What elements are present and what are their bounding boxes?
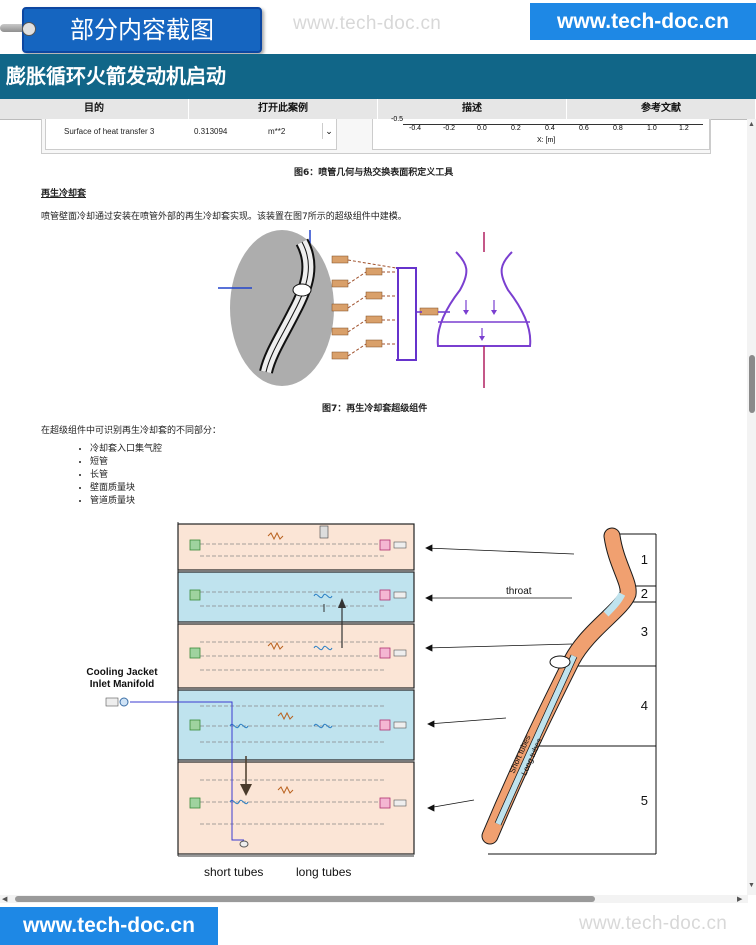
throat-label: throat (506, 586, 532, 597)
vertical-scroll-thumb[interactable] (749, 355, 755, 413)
inlet-manifold-label-2: Inlet Manifold (90, 679, 154, 690)
brand-tab: 部分内容截图 (22, 7, 262, 53)
fig6-caption: 图6：喷管几何与热交换表面积定义工具 (294, 168, 454, 178)
axis-tick: 0.0 (477, 125, 487, 132)
axis-tick: 0.6 (579, 125, 589, 132)
zone-1-label: 1 (641, 552, 648, 567)
horizontal-scroll-thumb[interactable] (15, 896, 595, 902)
paragraph-1: 喷管壁面冷却通过安装在喷管外部的再生冷却套实现。该装置在图7所示的超级组件中建模… (41, 212, 407, 222)
table-cell-name: Surface of heat transfer 3 (64, 127, 155, 136)
list-item: 长管 (90, 469, 162, 482)
short-tubes-label: short tubes (204, 865, 263, 879)
axis-tick: 0.2 (511, 125, 521, 132)
property-table: Surface of heat transfer 3 0.313094 m**2… (45, 119, 337, 150)
table-cell-value: 0.313094 (194, 127, 228, 136)
table-cell-unit: m**2 (268, 127, 286, 136)
top-banner: 部分内容截图 www.tech-doc.cn www.tech-doc.cn (0, 0, 756, 54)
watermark-bottom: www.tech-doc.cn (579, 913, 728, 934)
list-item: 壁面质量块 (90, 482, 162, 495)
page-title: 膨胀循环火箭发动机启动 (0, 54, 756, 99)
axis-tick: 1.0 (647, 125, 657, 132)
axis-tick: -0.4 (409, 125, 422, 132)
nav-bar: 目的 打开此案例 描述 参考文献 (0, 99, 756, 120)
nav-tab-references[interactable]: 参考文献 (567, 99, 756, 119)
zone-3-label: 3 (641, 624, 648, 639)
axis-tick: 1.2 (679, 125, 689, 132)
axis-tick: 0.4 (545, 125, 555, 132)
paragraph-2: 在超级组件中可识别再生冷却套的不同部分： (41, 426, 222, 436)
axis-tick: 0.8 (613, 125, 623, 132)
dropdown-chevron-icon[interactable]: ⌄ (322, 123, 335, 139)
axis-tick: -0.5 (391, 116, 404, 123)
cooling-jacket-diagram: Cooling Jacket Inlet Manifold short tube… (86, 522, 657, 879)
tab-rod (0, 24, 30, 32)
horizontal-scrollbar[interactable] (0, 895, 748, 903)
scroll-down-arrow-icon[interactable]: ▼ (748, 882, 755, 889)
component-list: 冷却套入口集气腔 短管 长管 壁面质量块 管道质量块 (76, 443, 162, 508)
tab-knob-icon (22, 22, 36, 36)
section-heading: 再生冷却套 (41, 189, 87, 199)
scroll-left-arrow-icon[interactable]: ◀ (2, 896, 8, 903)
zone-2-label: 2 (641, 586, 648, 601)
fig7-caption: 图7：再生冷却套超级组件 (322, 404, 428, 414)
list-item: 冷却套入口集气腔 (90, 443, 162, 456)
list-item: 管道质量块 (90, 495, 162, 508)
scroll-up-arrow-icon[interactable]: ▲ (748, 121, 755, 128)
watermark-top: www.tech-doc.cn (293, 13, 442, 34)
url-badge-top[interactable]: www.tech-doc.cn (530, 3, 756, 40)
vertical-scrollbar[interactable] (747, 119, 756, 895)
list-item: 短管 (90, 456, 162, 469)
nav-tab-open-case[interactable]: 打开此案例 (189, 99, 378, 119)
plot-axis-panel: -0.5 -0.4 -0.2 0.0 0.2 0.4 0.6 0.8 1.0 1… (372, 116, 710, 150)
scroll-right-arrow-icon[interactable]: ▶ (737, 896, 743, 903)
zone-5-label: 5 (641, 793, 648, 808)
long-tubes-label: long tubes (296, 865, 351, 879)
url-badge-bottom[interactable]: www.tech-doc.cn (0, 907, 218, 945)
inlet-manifold-label-1: Cooling Jacket (86, 667, 158, 678)
nav-tab-description[interactable]: 描述 (378, 99, 567, 119)
zone-4-label: 4 (641, 698, 648, 713)
axis-tick: -0.2 (443, 125, 456, 132)
axis-label: X: [m] (537, 137, 556, 144)
nav-tab-purpose[interactable]: 目的 (0, 99, 189, 119)
fig7-supercomponent-diagram (218, 230, 532, 388)
